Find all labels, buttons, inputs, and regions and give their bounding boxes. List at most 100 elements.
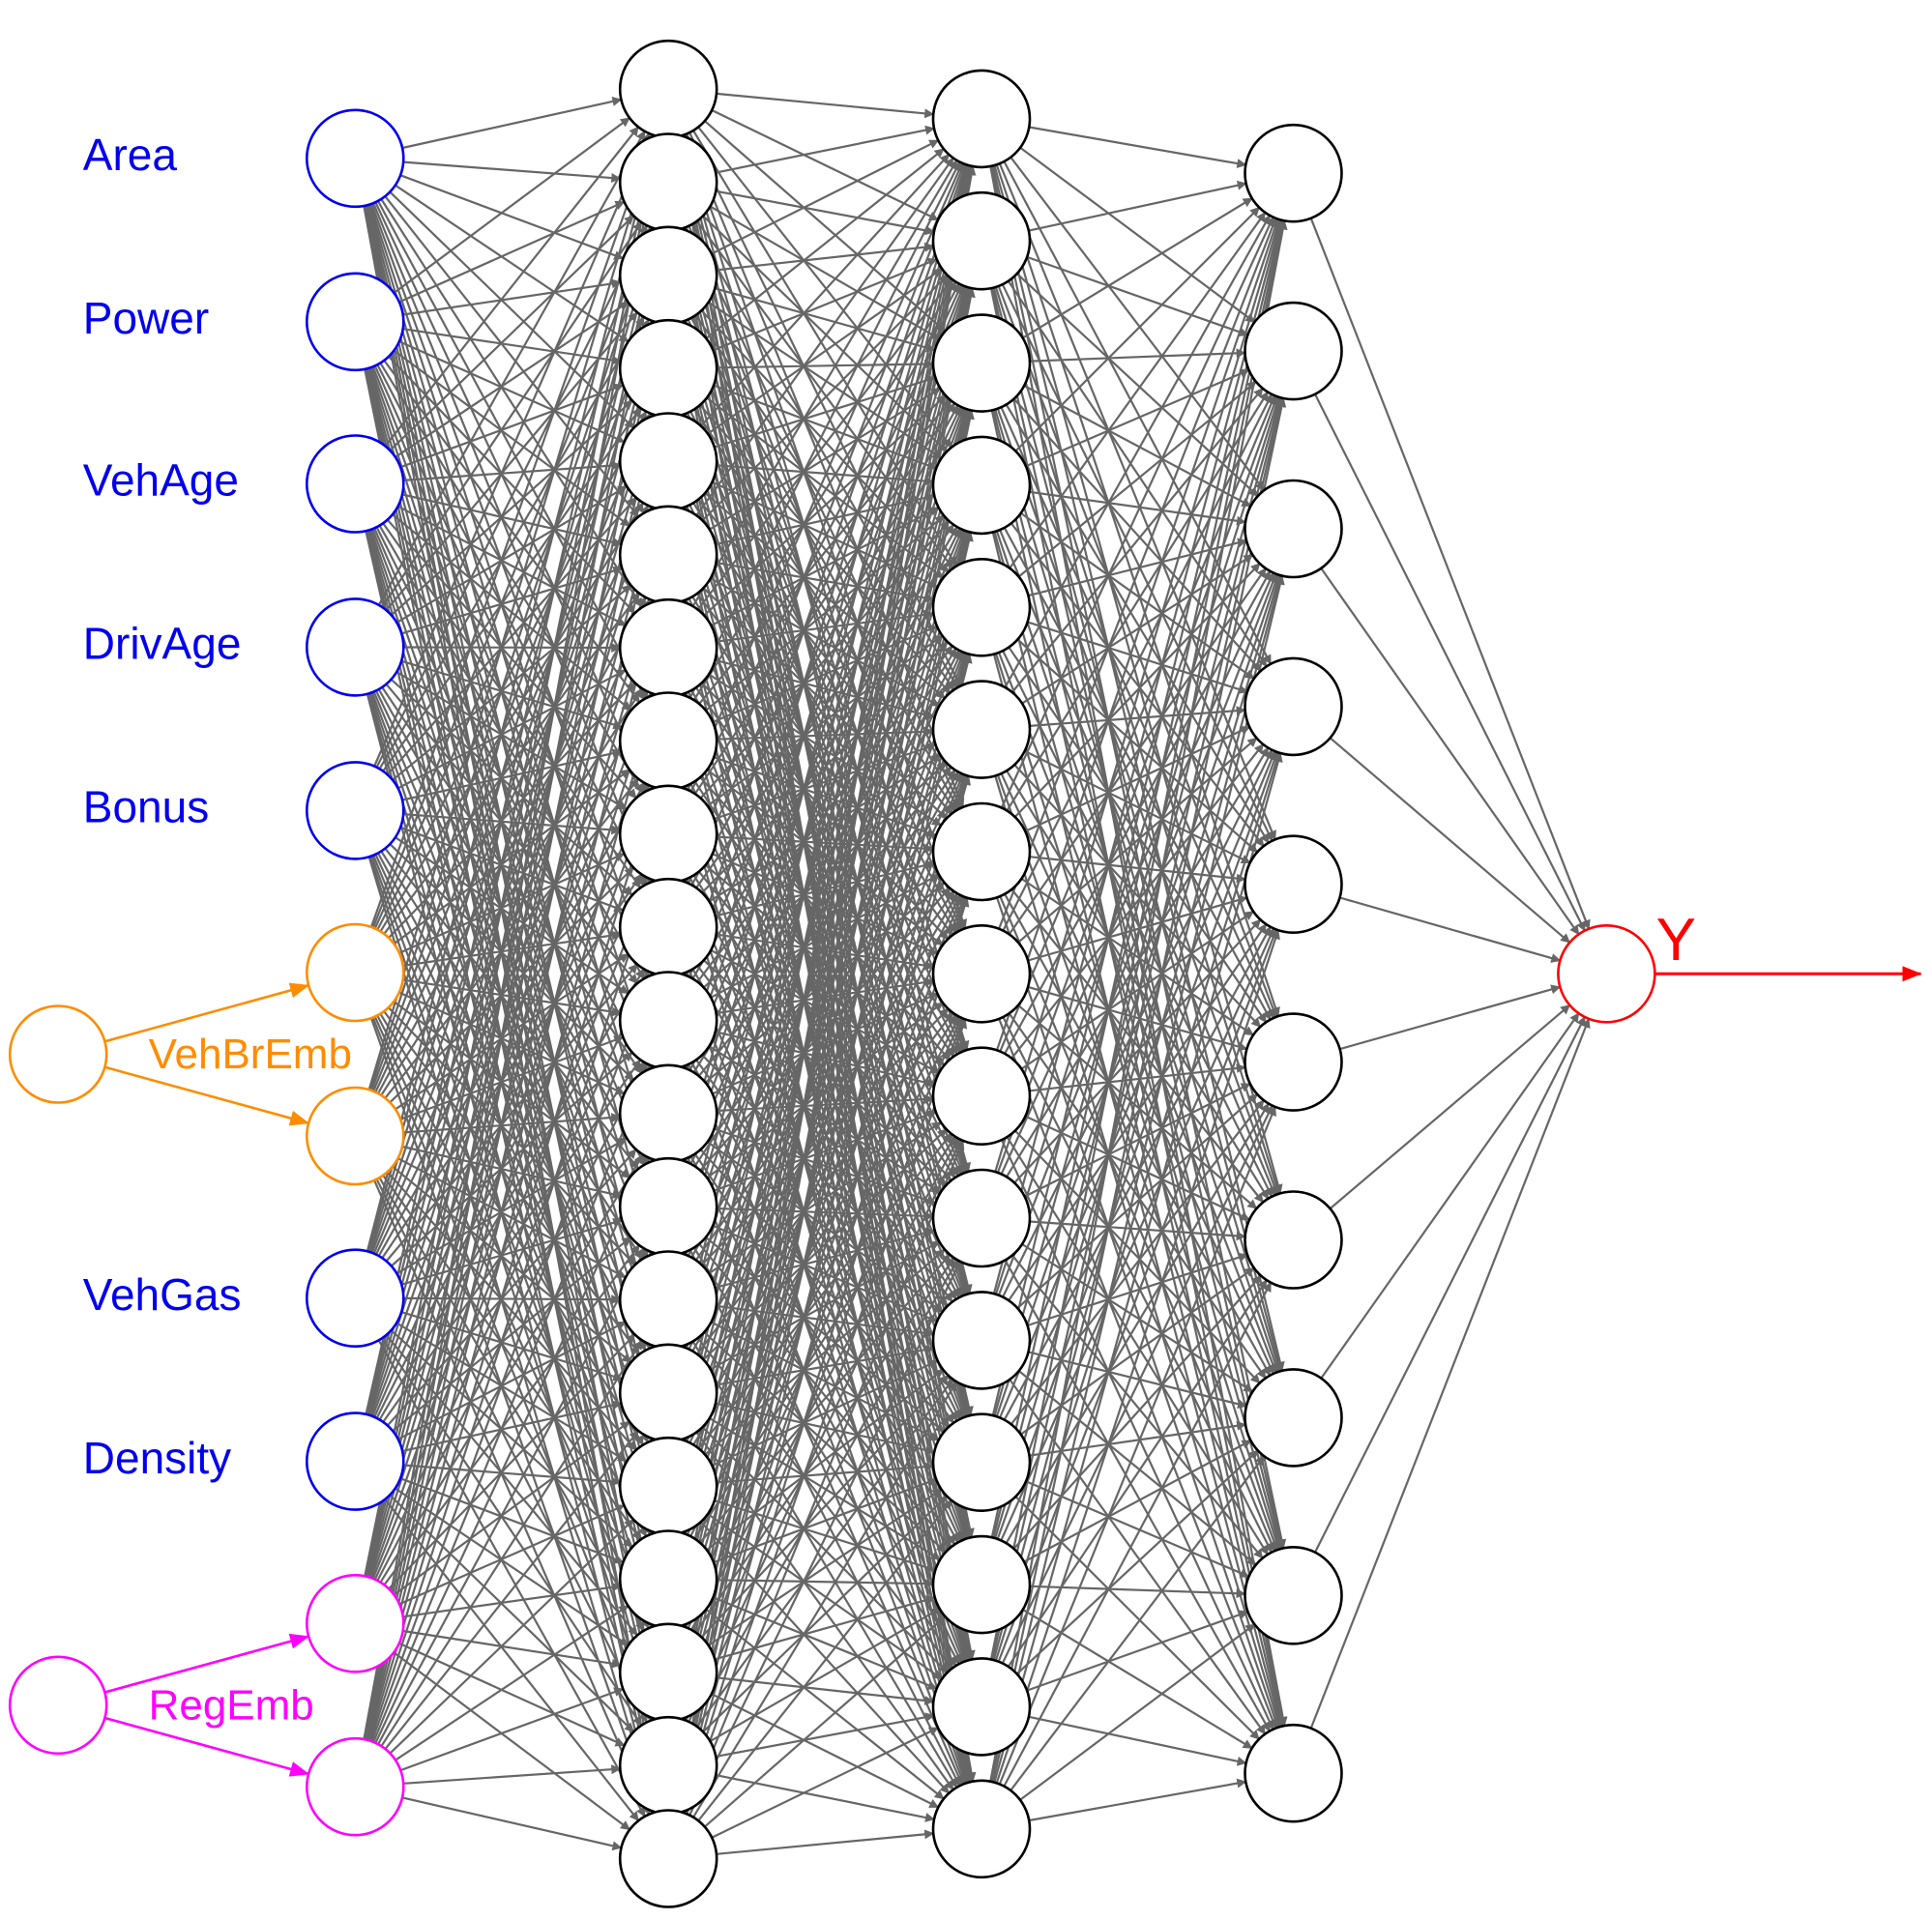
connection-edge bbox=[705, 148, 945, 339]
connection-edge bbox=[1013, 918, 1262, 1184]
connection-edge bbox=[716, 933, 935, 971]
connection-edge bbox=[372, 1063, 652, 1743]
connection-edge bbox=[385, 963, 638, 1263]
connection-edge bbox=[400, 1311, 624, 1382]
connection-edge bbox=[398, 340, 626, 444]
connection-edge bbox=[403, 1764, 622, 1785]
hidden-node-layer-1 bbox=[618, 1622, 718, 1723]
connection-edge bbox=[1020, 512, 1255, 680]
hidden-node-layer-1 bbox=[618, 971, 718, 1070]
connection-edge bbox=[1017, 380, 1257, 578]
connection-edge bbox=[1018, 1370, 1257, 1566]
hidden-node-layer-3 bbox=[1244, 834, 1343, 935]
connection-edge bbox=[692, 1381, 958, 1818]
connection-edge bbox=[367, 134, 658, 1091]
connection-edge bbox=[678, 531, 974, 1812]
connection-edge bbox=[997, 285, 1278, 1018]
connection-edge bbox=[704, 1615, 947, 1828]
connection-edge bbox=[682, 408, 969, 1255]
connection-edge bbox=[365, 415, 661, 1740]
connection-edge bbox=[713, 257, 938, 352]
connection-edge bbox=[702, 587, 948, 820]
connection-edge bbox=[995, 218, 1280, 1051]
connection-edge bbox=[996, 395, 1279, 1174]
connection-edge bbox=[688, 160, 961, 699]
hidden-node-layer-1 bbox=[618, 318, 718, 419]
input-node bbox=[305, 1574, 405, 1673]
embedding-label: VehBrEmb bbox=[149, 1031, 352, 1078]
connection-edge bbox=[688, 225, 962, 809]
output-connection-edge bbox=[1329, 737, 1571, 944]
connection-edge bbox=[678, 228, 973, 1417]
connection-edge bbox=[380, 1339, 644, 1747]
connection-edge bbox=[366, 227, 659, 1252]
connection-edge bbox=[707, 1141, 944, 1313]
connection-edge bbox=[992, 654, 1284, 1728]
connection-edge bbox=[711, 1727, 939, 1839]
connection-edge bbox=[715, 1228, 936, 1289]
connection-edge bbox=[990, 397, 1287, 1783]
connection-edge bbox=[711, 1693, 940, 1809]
connection-edge bbox=[376, 1062, 648, 1582]
input-label: Power bbox=[83, 293, 209, 343]
connection-edge bbox=[690, 689, 959, 1178]
connection-edge bbox=[716, 1304, 935, 1338]
connection-edge bbox=[688, 877, 961, 1420]
hidden-node-layer-1 bbox=[618, 1063, 718, 1164]
hidden-node-layer-1 bbox=[618, 1529, 718, 1629]
connection-edge bbox=[1006, 1136, 1270, 1556]
input-node bbox=[305, 272, 405, 372]
connection-edge bbox=[994, 751, 1281, 1662]
connection-edge bbox=[677, 409, 975, 1812]
connection-edge bbox=[399, 1477, 625, 1564]
connection-edge bbox=[998, 1105, 1276, 1785]
hidden-node-layer-1 bbox=[618, 597, 718, 698]
connection-edge bbox=[715, 1402, 936, 1455]
connection-edge bbox=[375, 224, 648, 769]
connection-edge bbox=[1013, 563, 1261, 818]
connection-edge bbox=[367, 320, 657, 1253]
connection-edge bbox=[369, 413, 656, 1253]
connection-edge bbox=[992, 574, 1284, 1661]
hidden-node-layer-2 bbox=[931, 1412, 1032, 1512]
connection-edge bbox=[709, 1608, 941, 1743]
embedding-source-node bbox=[8, 1655, 108, 1756]
connection-edge bbox=[997, 572, 1278, 1296]
connection-edge bbox=[384, 126, 639, 447]
connection-edge bbox=[373, 784, 651, 1418]
connection-edge bbox=[681, 286, 971, 1254]
connection-edge bbox=[388, 356, 636, 614]
connection-edge bbox=[680, 408, 971, 1440]
connection-edge bbox=[715, 859, 936, 917]
connection-edge bbox=[714, 375, 937, 449]
hidden-node-layer-1 bbox=[618, 784, 718, 885]
hidden-node-layer-1 bbox=[618, 877, 718, 977]
input-label: Bonus bbox=[83, 782, 209, 832]
connection-edge bbox=[711, 139, 940, 255]
output-connection-edge bbox=[1309, 218, 1591, 930]
connection-edge bbox=[991, 396, 1286, 1660]
connection-edge bbox=[1029, 126, 1247, 168]
connection-edge bbox=[368, 507, 657, 1416]
connection-edge bbox=[702, 215, 948, 452]
connection-edge bbox=[685, 162, 966, 883]
connection-edge bbox=[991, 165, 1285, 1372]
hidden-node-layer-2 bbox=[931, 1534, 1032, 1635]
connection-edge bbox=[390, 399, 633, 617]
connection-edge bbox=[1000, 216, 1274, 808]
input-node bbox=[305, 1736, 405, 1837]
connection-edge bbox=[366, 600, 659, 1741]
connection-edge bbox=[715, 1031, 936, 1088]
connection-edge bbox=[395, 1605, 629, 1761]
connection-edge bbox=[698, 399, 951, 705]
connection-edge bbox=[1003, 1281, 1273, 1788]
connection-edge bbox=[1004, 214, 1272, 688]
connection-edge bbox=[368, 692, 656, 1579]
hidden-node-layer-1 bbox=[618, 505, 718, 605]
connection-edge bbox=[1010, 1099, 1265, 1425]
connection-edge bbox=[991, 532, 1285, 1728]
connection-edge bbox=[679, 164, 973, 1347]
connection-edge bbox=[1024, 1115, 1251, 1221]
connection-edge bbox=[400, 566, 624, 635]
connection-edge bbox=[364, 228, 661, 1577]
